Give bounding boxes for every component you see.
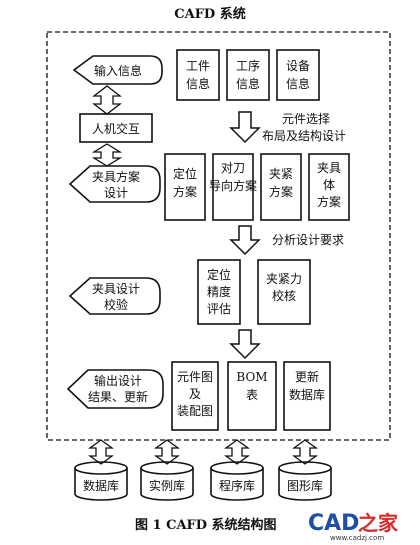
stage-design-label-line1: 夹具方案 (92, 169, 140, 184)
svg-text:夹紧力: 夹紧力 (266, 272, 302, 286)
watermark-url: www.cadzj.com (330, 534, 384, 542)
svg-text:方案: 方案 (269, 184, 293, 199)
svg-text:评估: 评估 (207, 302, 231, 316)
box-fixture-body-scheme: 夹具 体 方案 (308, 153, 350, 221)
box-equipment-info: 设备 信息 (276, 49, 320, 101)
svg-text:导向方案: 导向方案 (209, 178, 257, 193)
db-graphics: 图形库 (278, 461, 332, 501)
system-boundary (46, 31, 391, 441)
svg-text:及: 及 (189, 387, 201, 401)
figure-caption: 图 1 CAFD 系统结构图 (135, 517, 277, 533)
svg-text:表: 表 (246, 388, 258, 402)
step1-label-line2: 布局及结构设计 (262, 128, 346, 143)
stage-hmi-label: 人机交互 (92, 121, 140, 136)
svg-text:校核: 校核 (272, 288, 296, 303)
svg-text:程序库: 程序库 (219, 478, 255, 493)
arrow-step3 (229, 329, 261, 360)
stage-verify-label-line2: 校验 (104, 297, 128, 312)
svg-text:工件: 工件 (186, 59, 210, 73)
box-locating-scheme: 定位 方案 (164, 153, 206, 221)
box-clamp-force-check: 夹紧力 校核 (257, 259, 311, 325)
step1-label-line1: 元件选择 (282, 112, 330, 126)
db-arrows (88, 439, 318, 465)
box-update-database: 更新 数据库 (283, 361, 331, 431)
arrow-step2 (229, 225, 261, 256)
svg-text:数据库: 数据库 (83, 478, 119, 493)
svg-text:更新: 更新 (295, 369, 319, 384)
svg-text:方案: 方案 (317, 194, 341, 209)
stage-input-label: 输入信息 (94, 63, 142, 78)
svg-text:定位: 定位 (207, 267, 231, 282)
db-program: 程序库 (210, 461, 264, 501)
stage-verify: 夹具设计 校验 (68, 277, 161, 315)
box-workpiece-info: 工件 信息 (176, 49, 220, 101)
step2-label: 分析设计要求 (272, 233, 344, 247)
svg-text:数据库: 数据库 (289, 387, 325, 402)
svg-text:信息: 信息 (286, 76, 310, 91)
stage-design: 夹具方案 设计 (68, 165, 161, 203)
stage-output-label-line1: 输出设计 (94, 373, 142, 388)
diagram-title: CAFD 系统 (174, 6, 245, 22)
db-instance: 实例库 (140, 461, 194, 501)
stage-output: 输出设计 结果、更新 (66, 369, 164, 409)
box-process-info: 工序 信息 (226, 49, 270, 101)
watermark-brand-suffix: 之家 (358, 511, 399, 535)
svg-text:信息: 信息 (186, 76, 210, 91)
svg-text:元件图: 元件图 (177, 370, 213, 384)
svg-text:装配图: 装配图 (177, 404, 213, 418)
stage-verify-label-line1: 夹具设计 (92, 282, 140, 296)
svg-text:设备: 设备 (286, 59, 310, 73)
db-data: 数据库 (74, 461, 128, 501)
svg-text:夹具: 夹具 (317, 161, 341, 175)
stage-output-label-line2: 结果、更新 (88, 389, 148, 404)
arrow-step1 (229, 111, 261, 144)
double-arrow-hmi-design (91, 143, 123, 167)
double-arrow-input-hmi (92, 85, 122, 115)
svg-text:实例库: 实例库 (149, 478, 185, 493)
svg-text:工序: 工序 (236, 58, 260, 73)
svg-text:定位: 定位 (173, 166, 197, 181)
svg-text:图形库: 图形库 (287, 478, 323, 493)
box-bom: BOM 表 (227, 361, 277, 431)
svg-text:对刀: 对刀 (221, 161, 245, 175)
svg-text:BOM: BOM (236, 370, 267, 384)
svg-text:方案: 方案 (173, 184, 197, 199)
svg-text:精度: 精度 (207, 284, 231, 299)
stage-design-label-line2: 设计 (104, 186, 128, 200)
stage-input: 输入信息 (72, 55, 163, 85)
svg-text:夹紧: 夹紧 (269, 167, 293, 181)
svg-text:信息: 信息 (236, 76, 260, 91)
watermark-brand: CAD (308, 511, 359, 536)
box-locating-accuracy: 定位 精度 评估 (197, 259, 241, 325)
cadzj-watermark: CAD 之家 www.cadzj.com (300, 507, 418, 542)
stage-hmi: 人机交互 (79, 113, 153, 143)
box-clamping-scheme: 夹紧 方案 (260, 153, 302, 221)
svg-text:体: 体 (323, 178, 335, 192)
box-tool-guide-scheme: 对刀 导向方案 (209, 153, 257, 221)
box-drawings: 元件图 及 装配图 (171, 361, 219, 431)
